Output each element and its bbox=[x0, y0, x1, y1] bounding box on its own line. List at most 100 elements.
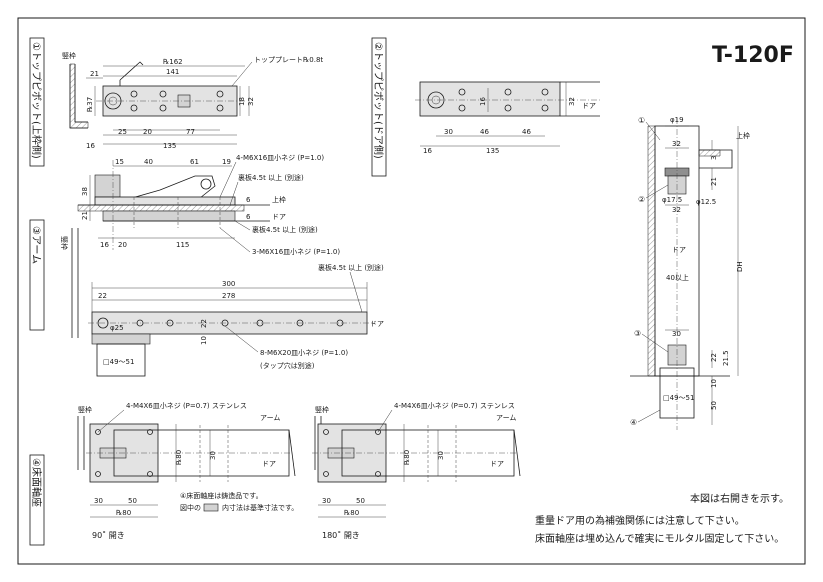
door-label-4b: ドア bbox=[490, 460, 504, 468]
door-label-2: ドア bbox=[582, 102, 596, 110]
svg-text:②トップピボット(ドア側): ②トップピボット(ドア側) bbox=[372, 42, 385, 159]
frame-top-label-r: 上枠 bbox=[736, 131, 750, 140]
svg-text:①トップピボット(上枠側): ①トップピボット(上枠側) bbox=[30, 42, 43, 159]
section-label-4: ④床面軸座 bbox=[29, 454, 45, 546]
top-plate-label: トッププレート℞0.8t bbox=[254, 56, 323, 64]
svg-text:④床面軸座: ④床面軸座 bbox=[30, 458, 43, 507]
svg-text:32: 32 bbox=[672, 140, 681, 148]
svg-text:32: 32 bbox=[672, 206, 681, 214]
open-180: 180˚ 開き bbox=[322, 530, 360, 540]
svg-text:135: 135 bbox=[163, 142, 176, 150]
svg-text:22: 22 bbox=[200, 319, 208, 328]
svg-text:20: 20 bbox=[143, 128, 152, 136]
svg-text:③アーム: ③アーム bbox=[30, 226, 42, 264]
box-size-2: □49～51 bbox=[663, 394, 694, 402]
arm-drawing: 竪枠 □49～51 300 278 22 φ25 10 22 ドア 裏板4.5t… bbox=[60, 228, 384, 377]
floor-note-2: 図中の 内寸法は基準寸法です。 bbox=[180, 503, 298, 512]
floor-note-1: ④床面軸座は鋳造品です。 bbox=[180, 491, 263, 500]
svg-text:21.5: 21.5 bbox=[722, 350, 730, 366]
svg-text:℞80: ℞80 bbox=[175, 450, 183, 465]
svg-text:℞80: ℞80 bbox=[116, 509, 131, 517]
svg-text:3: 3 bbox=[710, 156, 718, 160]
svg-text:6: 6 bbox=[246, 196, 251, 204]
svg-text:16: 16 bbox=[86, 142, 95, 150]
section-label-2: ②トップピボット(ドア側) bbox=[371, 37, 387, 177]
svg-text:℞80: ℞80 bbox=[403, 450, 411, 465]
min-40: 40以上 bbox=[666, 273, 689, 282]
backing-label-3: 裏板4.5t 以上 (別途) bbox=[318, 263, 384, 272]
note-reinforce: 重量ドア用の為補強関係には注意して下さい。 bbox=[535, 514, 745, 527]
svg-text:φ25: φ25 bbox=[110, 324, 124, 332]
svg-text:℞37: ℞37 bbox=[86, 97, 94, 112]
svg-text:15: 15 bbox=[115, 158, 124, 166]
section-label-1: ①トップピボット(上枠側) bbox=[29, 37, 45, 167]
svg-text:50: 50 bbox=[710, 401, 718, 410]
svg-text:46: 46 bbox=[480, 128, 489, 136]
svg-text:22: 22 bbox=[98, 292, 107, 300]
arm-label-90: アーム bbox=[260, 414, 280, 422]
screw-m6x16-3: 3-M6X16皿小ネジ (P=1.0) bbox=[252, 247, 340, 256]
svg-text:22: 22 bbox=[710, 353, 718, 362]
frame-top-label: 上枠 bbox=[272, 195, 286, 204]
svg-text:6: 6 bbox=[246, 213, 251, 221]
open-90: 90˚ 開き bbox=[92, 530, 125, 540]
svg-text:46: 46 bbox=[522, 128, 531, 136]
svg-text:10: 10 bbox=[710, 379, 718, 388]
svg-text:21: 21 bbox=[90, 70, 99, 78]
svg-text:18: 18 bbox=[238, 97, 246, 106]
svg-text:30: 30 bbox=[444, 128, 453, 136]
backing-label-2: 裏板4.5t 以上 (別途) bbox=[252, 225, 318, 234]
door-label-r: ドア bbox=[672, 246, 686, 254]
top-pivot-frame-elevation: 15 40 61 19 38 21 16 20 115 6 6 4-M6X16皿… bbox=[77, 153, 340, 256]
frame-label-3: 竪枠 bbox=[60, 236, 69, 250]
svg-text:141: 141 bbox=[166, 68, 179, 76]
svg-text:21: 21 bbox=[81, 211, 89, 220]
note-floor: 床面軸座は埋め込んで確実にモルタル固定して下さい。 bbox=[535, 532, 784, 545]
svg-text:10: 10 bbox=[200, 336, 208, 345]
svg-text:19: 19 bbox=[222, 158, 231, 166]
tap-hole: (タップ穴は別途) bbox=[260, 361, 315, 370]
note-right-opening: 本図は右開きを示す。 bbox=[690, 492, 789, 505]
model-title: T-120F bbox=[712, 43, 794, 68]
svg-text:φ19: φ19 bbox=[670, 116, 684, 124]
svg-text:21: 21 bbox=[710, 177, 718, 186]
floor-seat-90: 竪枠 4-M4X6皿小ネジ (P=0.7) ステンレス アーム ドア 30 50… bbox=[77, 401, 298, 540]
svg-text:77: 77 bbox=[186, 128, 195, 136]
svg-text:30: 30 bbox=[437, 451, 445, 460]
frame-label-1: 竪枠 bbox=[62, 51, 76, 60]
svg-text:30: 30 bbox=[209, 451, 217, 460]
screw-m4-180: 4-M4X6皿小ネジ (P=0.7) ステンレス bbox=[394, 401, 515, 410]
svg-text:300: 300 bbox=[222, 280, 235, 288]
svg-text:℞162: ℞162 bbox=[163, 58, 183, 66]
svg-text:50: 50 bbox=[356, 497, 365, 505]
svg-text:16: 16 bbox=[479, 97, 487, 106]
svg-text:φ17.5: φ17.5 bbox=[662, 196, 682, 204]
door-section-elevation: □49～51 φ19 32 3 21 φ17.5 φ12.5 32 ドア 40以… bbox=[630, 116, 750, 430]
svg-text:φ12.5: φ12.5 bbox=[696, 198, 716, 206]
svg-text:30: 30 bbox=[322, 497, 331, 505]
frame-label-4b: 竪枠 bbox=[315, 405, 329, 414]
sheet-border bbox=[17, 17, 806, 565]
svg-text:30: 30 bbox=[672, 330, 681, 338]
svg-text:50: 50 bbox=[128, 497, 137, 505]
frame-label-4a: 竪枠 bbox=[78, 405, 92, 414]
callout-4: ④ bbox=[630, 418, 637, 427]
top-pivot-frame-plan: 竪枠 ℞162 141 21 ℞37 18 32 25 20 77 16 135… bbox=[62, 51, 323, 150]
svg-text:38: 38 bbox=[81, 187, 89, 196]
svg-text:135: 135 bbox=[486, 147, 499, 155]
top-pivot-door-plan: 16 32 30 46 46 16 135 ドア bbox=[415, 81, 600, 155]
svg-text:40: 40 bbox=[144, 158, 153, 166]
svg-text:25: 25 bbox=[118, 128, 127, 136]
svg-text:32: 32 bbox=[247, 97, 255, 106]
arm-label-180: アーム bbox=[496, 414, 516, 422]
screw-m4-90: 4-M4X6皿小ネジ (P=0.7) ステンレス bbox=[126, 401, 247, 410]
svg-text:61: 61 bbox=[190, 158, 199, 166]
svg-text:16: 16 bbox=[100, 241, 109, 249]
screw-m6x20: 8-M6X20皿小ネジ (P=1.0) bbox=[260, 348, 348, 357]
screw-m6x16-4: 4-M6X16皿小ネジ (P=1.0) bbox=[236, 153, 324, 162]
door-label-1: ドア bbox=[272, 213, 286, 221]
svg-text:115: 115 bbox=[176, 241, 189, 249]
backing-label-1: 裏板4.5t 以上 (別途) bbox=[238, 173, 304, 182]
svg-text:32: 32 bbox=[568, 97, 576, 106]
